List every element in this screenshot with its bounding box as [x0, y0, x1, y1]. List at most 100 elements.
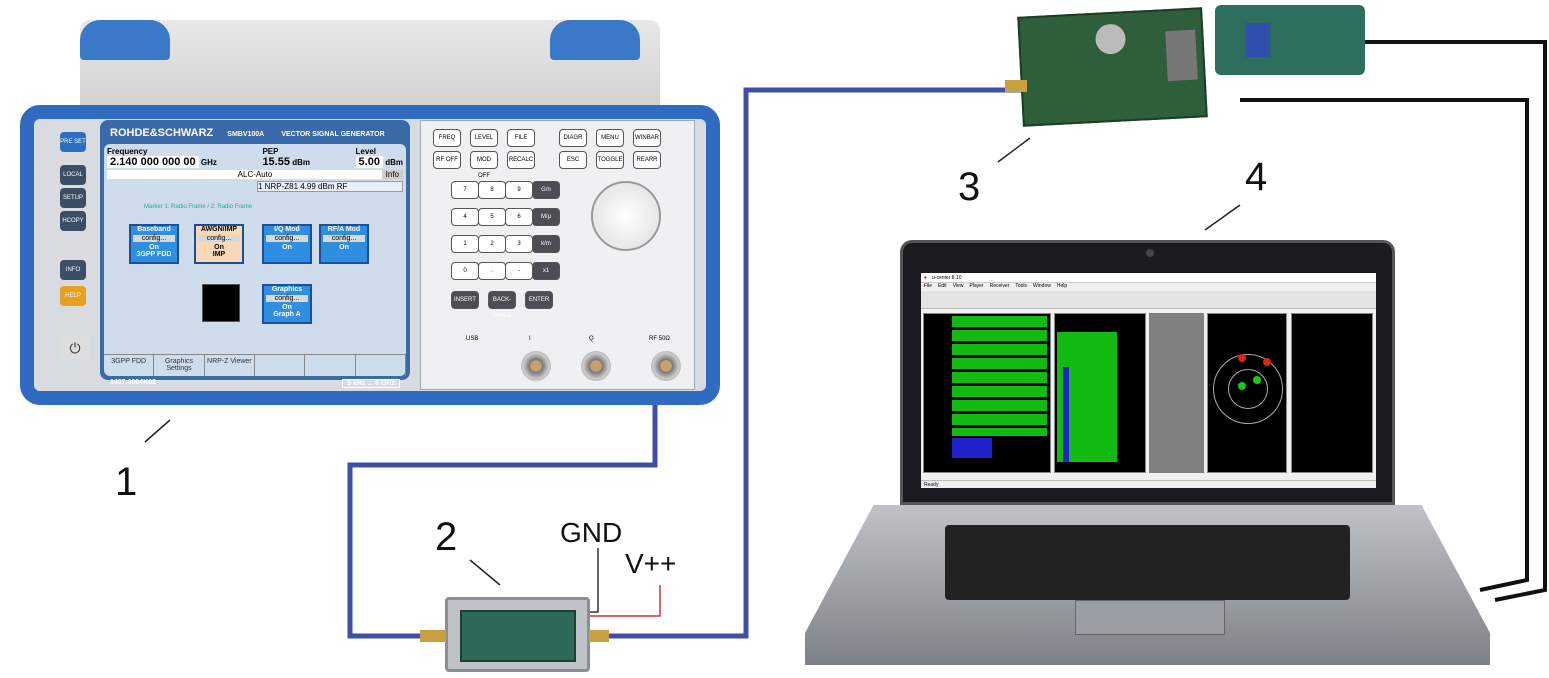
softkey[interactable] — [305, 355, 356, 376]
label-1: 1 — [115, 460, 138, 504]
model: SMBV100A — [227, 131, 265, 138]
port-rf-out[interactable] — [651, 351, 681, 381]
rotary-knob[interactable] — [591, 181, 661, 251]
keypad-key[interactable]: . — [478, 262, 506, 280]
menu-item[interactable]: Window — [1033, 283, 1051, 289]
level-unit[interactable]: dBm — [385, 158, 403, 167]
menu-item[interactable]: Help — [1056, 283, 1068, 289]
keypad-key[interactable]: 3 — [505, 235, 533, 253]
keypad-key[interactable]: 4 — [451, 208, 479, 226]
keypad-key[interactable]: k/m — [532, 235, 560, 253]
setup-button[interactable]: SETUP — [60, 188, 86, 208]
adapter-label — [1245, 23, 1270, 57]
keypad-key[interactable]: 1 — [451, 235, 479, 253]
pep-value: 15.55 — [262, 156, 290, 168]
info-button[interactable]: INFO — [60, 260, 86, 280]
signal-history-panel — [923, 313, 1051, 473]
keypad-key[interactable]: 8 — [478, 181, 506, 199]
leader-1 — [144, 419, 171, 443]
rearr-button[interactable]: REARR — [633, 151, 661, 169]
antenna-connector — [1005, 80, 1027, 92]
port-label: Q — [589, 336, 594, 342]
alc-status: ALC-Auto — [237, 170, 273, 179]
menu-button[interactable]: MENU — [596, 129, 624, 147]
leader-2 — [469, 559, 501, 586]
recalc-button[interactable]: RECALC — [507, 151, 535, 169]
sma-connector — [589, 630, 609, 642]
frequency-unit[interactable]: GHz — [200, 158, 217, 167]
port-iq-in[interactable] — [521, 351, 551, 381]
amplifier-pcb — [460, 610, 576, 662]
keypad-key[interactable]: 2 — [478, 235, 506, 253]
app-icon: ● — [924, 274, 928, 281]
toolbar — [921, 291, 1376, 309]
status-bar: Ready — [921, 480, 1376, 488]
keypad-key[interactable]: - — [505, 262, 533, 280]
instrument-type: VECTOR SIGNAL GENERATOR — [281, 131, 385, 138]
frequency-range: 9 kHz ... 6 GHz — [342, 379, 400, 388]
laptop-base — [805, 505, 1490, 665]
level-field[interactable]: 5.00 — [355, 156, 383, 168]
enter-button[interactable]: ENTER — [525, 291, 553, 309]
rf-cable-generator-to-amplifier — [347, 375, 658, 639]
app-title: u-center 8.10 — [932, 274, 962, 281]
label-3: 3 — [958, 165, 981, 209]
softkey[interactable]: 3GPP FDD — [104, 355, 155, 376]
menu-bar: File Edit View Player Receiver Tools Window Hel… — [921, 283, 1376, 291]
diagr-button[interactable]: DIAGR — [559, 129, 587, 147]
backspace-button[interactable]: BACK-SPACE — [488, 291, 516, 319]
gnd-label: GND — [560, 517, 623, 548]
hcopy-button[interactable]: HCOPY — [60, 211, 86, 231]
webcam — [1146, 249, 1154, 257]
local-button[interactable]: LOCAL — [60, 165, 86, 185]
insert-button[interactable]: INSERT — [451, 291, 479, 309]
softkey[interactable]: NRP-Z Viewer — [205, 355, 255, 376]
softkey[interactable]: Graphics Settings — [154, 355, 205, 376]
menu-item[interactable]: Player — [969, 283, 984, 289]
menu-item[interactable]: View — [952, 283, 964, 289]
frequency-field[interactable]: 2.140 000 000 00 — [107, 156, 199, 168]
file-button[interactable]: FILE — [507, 129, 535, 147]
leader-3 — [997, 137, 1031, 163]
port-iq-in[interactable] — [581, 351, 611, 381]
keypad-key[interactable]: x1 — [532, 262, 560, 280]
menu-item[interactable]: Tools — [1015, 283, 1028, 289]
vpp-label: V++ — [625, 548, 677, 579]
keypad-key[interactable]: 9 — [505, 181, 533, 199]
toggle-button[interactable]: TOGGLE — [596, 151, 624, 169]
winbar-button[interactable]: WINBAR — [633, 129, 661, 147]
keypad-key[interactable]: 5 — [478, 208, 506, 226]
keypad-key[interactable]: M/μ — [532, 208, 560, 226]
preset-button[interactable]: PRE SET — [60, 132, 86, 152]
keypad-key[interactable]: 7 — [451, 181, 479, 199]
brand: ROHDE&SCHWARZ — [110, 127, 214, 139]
keypad-key[interactable]: 0 — [451, 262, 479, 280]
menu-item[interactable]: File — [924, 283, 933, 289]
freq-button[interactable]: FREQ — [433, 129, 461, 147]
coin-battery — [1094, 23, 1127, 55]
softkey[interactable] — [356, 355, 406, 376]
help-button[interactable]: HELP — [60, 286, 86, 306]
vpp-wire — [590, 585, 661, 617]
keypad-key[interactable]: 6 — [505, 208, 533, 226]
port-label: RF 50Ω — [649, 336, 670, 342]
esc-button[interactable]: ESC — [559, 151, 587, 169]
level-button[interactable]: LEVEL — [470, 129, 498, 147]
info-button[interactable]: Info — [381, 170, 403, 179]
empty-panel — [1149, 313, 1204, 473]
menu-item[interactable]: Edit — [938, 283, 947, 289]
menu-item[interactable]: Receiver — [989, 283, 1010, 289]
keypad-key[interactable]: G/n — [532, 181, 560, 199]
power-icon[interactable]: ⏻ — [60, 335, 90, 361]
rf-off-button[interactable]: RF OFF — [433, 151, 461, 169]
pep-label: PEP — [262, 147, 279, 156]
mod-off-button[interactable]: MOD OFF — [470, 151, 498, 179]
softkey[interactable] — [255, 355, 306, 376]
rf-cable-amplifier-to-receiver — [590, 87, 1022, 639]
